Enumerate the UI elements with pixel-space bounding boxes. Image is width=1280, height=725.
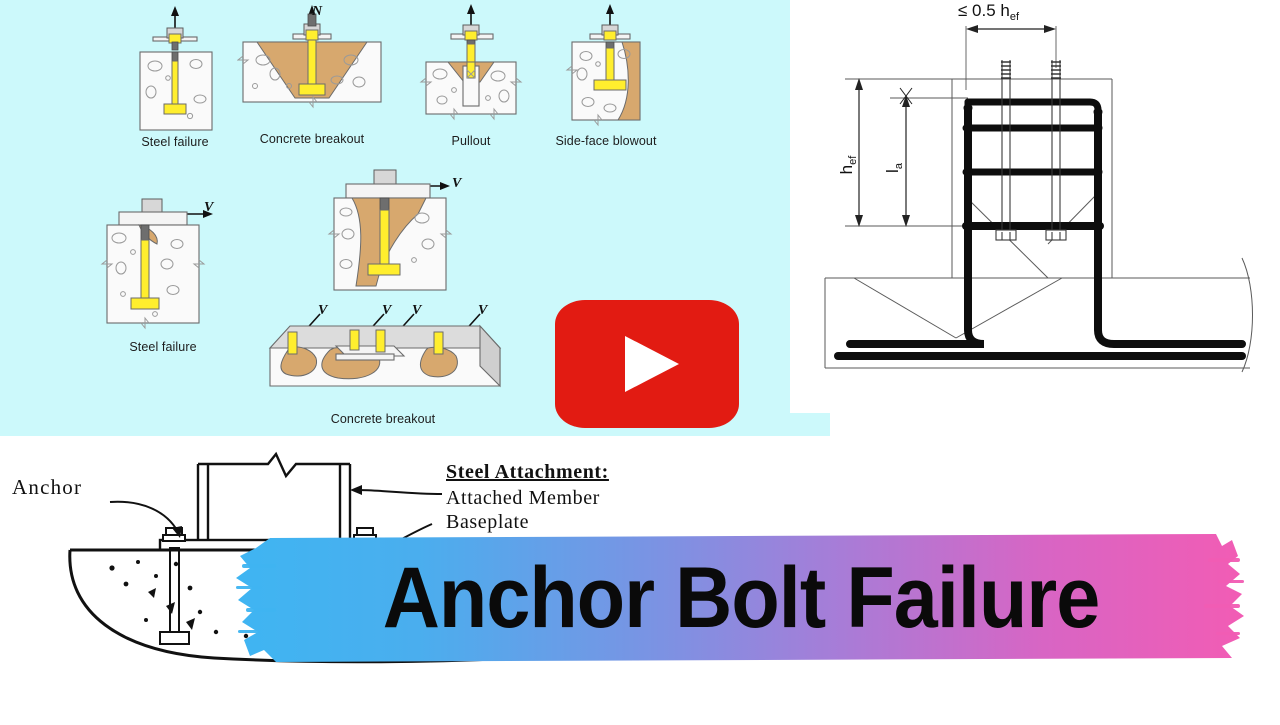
title-banner xyxy=(236,534,1246,662)
callout-anchor: Anchor xyxy=(12,475,82,499)
figure-caption: Concrete breakout xyxy=(259,132,365,146)
figure-caption: Pullout xyxy=(451,134,491,148)
page-title: Anchor Bolt Failure xyxy=(382,549,1101,646)
figure-caption: Concrete breakout xyxy=(330,412,436,426)
load-label-shear-1: V xyxy=(204,200,214,215)
figure-shear-edge-breakout xyxy=(318,168,468,313)
play-triangle-icon xyxy=(625,336,679,392)
figure-caption: Steel failure xyxy=(129,340,197,354)
load-label-shear-3b: V xyxy=(382,303,392,318)
figure-caption: Side-face blowout xyxy=(555,134,657,148)
dimension-label-la: la xyxy=(883,162,905,173)
youtube-play-button[interactable] xyxy=(555,300,739,428)
figure-tension-concrete-breakout: Concrete breakout xyxy=(236,2,387,146)
callout-steel-attachment-heading: Steel Attachment: xyxy=(446,461,609,483)
load-label-shear-2: V xyxy=(452,176,462,191)
dimension-la xyxy=(899,87,913,227)
dimension-half-hef xyxy=(966,25,1056,33)
figure-shear-steel-failure: Steel failure xyxy=(95,190,235,354)
load-label-shear-3d: V xyxy=(478,303,488,318)
callout-attached-member: Attached Member xyxy=(446,487,600,509)
hooked-anchor-embedment-detail: ≤ 0.5 hef hef la xyxy=(790,0,1280,392)
figure-caption: Steel failure xyxy=(141,135,209,149)
anchor-baseplate-detail: Anchor Steel Attachment: Attached Member… xyxy=(0,436,700,720)
load-label-shear-3a: V xyxy=(318,303,328,318)
dimension-hef xyxy=(855,78,863,227)
callout-baseplate: Baseplate xyxy=(446,511,529,533)
load-label-shear-3c: V xyxy=(412,303,422,318)
figure-shear-concrete-breakout-slab: Concrete breakout xyxy=(258,300,508,426)
figure-tension-pullout: Pullout xyxy=(418,4,524,148)
figure-tension-steel-failure: Steel failure xyxy=(120,4,230,149)
load-label-tension-N: N xyxy=(312,4,323,19)
figure-tension-side-face-blowout: Side-face blowout xyxy=(548,4,664,148)
dimension-label-half-hef: ≤ 0.5 hef xyxy=(958,1,1020,23)
